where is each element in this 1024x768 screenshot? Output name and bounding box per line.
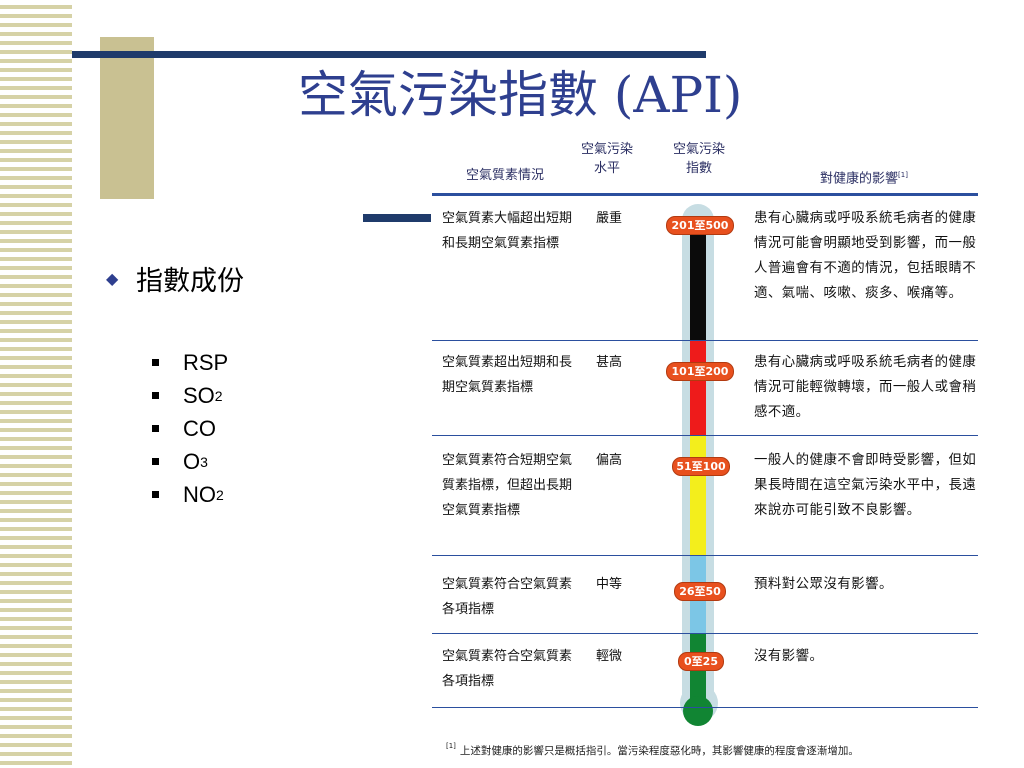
index-range-badge: 201至500 [666, 216, 734, 235]
header-index: 空氣污染 指數 [672, 142, 725, 176]
table-cell-quality: 空氣質素符合空氣質素各項指標 [442, 649, 573, 689]
square-bullet-icon [152, 425, 159, 432]
accent-divider [363, 214, 431, 222]
component-subscript: 2 [216, 486, 224, 503]
row-divider [432, 555, 978, 556]
thermometer-bulb [683, 696, 713, 726]
list-item: RSP [152, 346, 228, 379]
table-cell-quality: 空氣質素符合短期空氣質素指標，但超出長期空氣質素指標 [442, 453, 573, 518]
decorative-stripe-bar [0, 0, 72, 768]
header-health-note: [1] [898, 171, 908, 179]
table-cell-health: 一般人的健康不會即時受影響，但如果長時間在這空氣污染水平中，長遠來說亦可能引致不… [754, 453, 977, 518]
thermometer-segment-high [690, 436, 706, 556]
list-item: CO [152, 412, 228, 445]
component-subscript: 3 [200, 453, 208, 470]
decorative-olive-block [100, 37, 154, 199]
thermometer-segment-very-high [690, 340, 706, 436]
table-cell-level: 輕微 [596, 649, 623, 664]
header-quality: 空氣質素情況 [465, 168, 544, 183]
component-name: O [183, 448, 201, 474]
table-cell-level: 偏高 [596, 453, 623, 468]
slide-title: 空氣污染指數 (API) [298, 66, 743, 124]
footnote-mark: [1] [446, 742, 456, 750]
component-name: RSP [183, 349, 229, 375]
table-cell-level: 中等 [596, 577, 623, 592]
component-name: NO [183, 481, 216, 507]
table-cell-health: 沒有影響。 [754, 649, 824, 664]
index-range-badge: 26至50 [674, 582, 726, 601]
table-cell-level: 甚高 [596, 355, 623, 370]
table-cell-health: 預料對公眾沒有影響。 [754, 577, 893, 592]
row-divider [432, 633, 978, 634]
square-bullet-icon [152, 359, 159, 366]
title-divider [72, 51, 706, 58]
table-cell-quality: 空氣質素超出短期和長期空氣質素指標 [442, 355, 573, 395]
index-range-badge: 51至100 [672, 457, 730, 476]
index-range-badge: 0至25 [678, 652, 724, 671]
component-subscript: 2 [214, 387, 223, 404]
header-health-text: 對健康的影響 [820, 171, 899, 187]
table-cell-quality: 空氣質素符合空氣質素各項指標 [442, 577, 573, 617]
footnote-text: 上述對健康的影響只是概括指引。當污染程度惡化時，其影響健康的程度會逐漸增加。 [459, 745, 859, 757]
row-divider [432, 340, 978, 341]
table-cell-quality: 空氣質素大幅超出短期和長期空氣質素指標 [442, 211, 573, 251]
header-health: 對健康的影響[1] [794, 166, 934, 188]
table-footnote: [1]上述對健康的影響只是概括指引。當污染程度惡化時，其影響健康的程度會逐漸增加… [446, 742, 859, 758]
table-cell-health: 患有心臟病或呼吸系統毛病者的健康情況可能輕微轉壞，而一般人或會稍感不適。 [754, 355, 977, 420]
bullet-text: 指數成份 [136, 265, 244, 297]
diamond-bullet-icon: ◆ [106, 268, 119, 288]
bullet-item: ◆ 指數成份 [106, 258, 244, 298]
header-level: 空氣污染 水平 [580, 142, 633, 176]
square-bullet-icon [152, 458, 159, 465]
component-name: CO [183, 415, 216, 441]
square-bullet-icon [152, 392, 159, 399]
api-table-figure: 空氣質素情況 空氣污染 水平 空氣污染 指數 對健康的影響[1] 空氣質素大幅超… [432, 136, 992, 768]
row-divider [432, 707, 978, 708]
table-top-rule [432, 193, 978, 196]
table-cell-level: 嚴重 [596, 211, 623, 226]
row-divider [432, 435, 978, 436]
square-bullet-icon [152, 491, 159, 498]
index-range-badge: 101至200 [666, 362, 734, 381]
thermometer-segment-severe [690, 216, 706, 340]
table-cell-health: 患有心臟病或呼吸系統毛病者的健康情況可能會明顯地受到影響，而一般人普遍會有不適的… [754, 211, 977, 301]
component-name: SO [183, 382, 215, 408]
